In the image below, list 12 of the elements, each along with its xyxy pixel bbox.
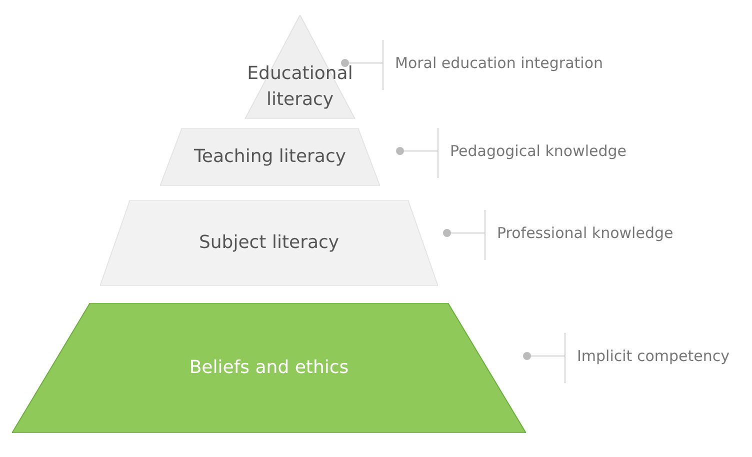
layer-label: Beliefs and ethics <box>188 356 350 380</box>
side-label: Professional knowledge <box>497 224 674 242</box>
pyramid-layer <box>245 15 355 119</box>
side-label: Implicit competency <box>577 347 730 365</box>
layer-label: Educational literacy <box>246 62 354 112</box>
pyramid-layer <box>160 128 380 186</box>
pyramid-layer <box>100 200 438 286</box>
layer-label: Subject literacy <box>198 231 340 255</box>
side-label: Pedagogical knowledge <box>450 142 627 160</box>
side-label: Moral education integration <box>395 54 604 72</box>
layer-label: Teaching literacy <box>192 145 347 169</box>
pyramid-layer <box>12 303 526 433</box>
